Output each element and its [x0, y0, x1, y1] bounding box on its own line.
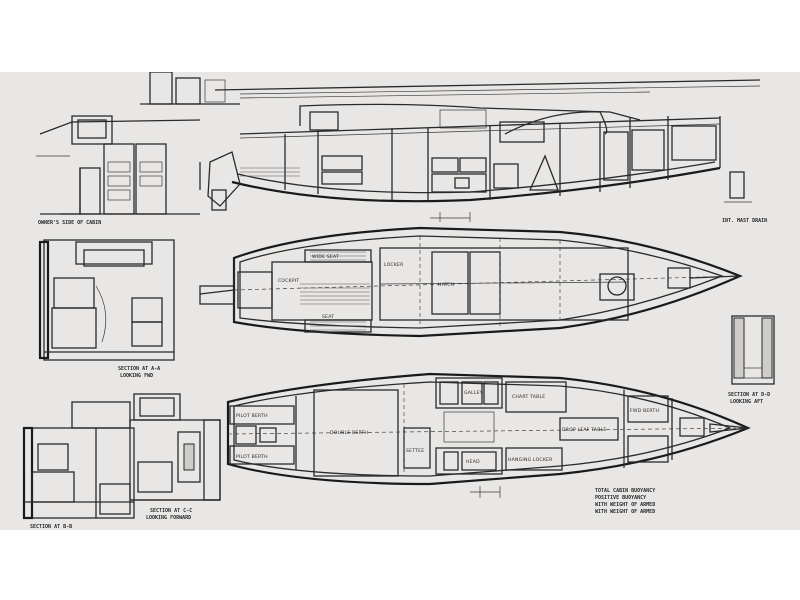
deck-label-locker: LOCKER [384, 262, 404, 268]
deck-label-seat-forward: WIDE SEAT [312, 254, 339, 260]
accom-label-galley: GALLEY [464, 390, 483, 396]
section-cc-sub: LOOKING FORWARD [146, 515, 191, 521]
deck-plan: WIDE SEAT SEAT COCKPIT HATCH LOCKER [199, 226, 743, 338]
section-dd: SECTION AT D-D LOOKING AFT [728, 315, 775, 405]
section-bb-caption: SECTION AT B-B [30, 524, 72, 530]
section-dd-sub: LOOKING AFT [730, 399, 763, 405]
blueprint-sheet: OWNER'S SIDE OF CABIN INT. MAST DRAIN WI… [0, 72, 800, 530]
deck-label-cockpit: COCKPIT [278, 278, 299, 284]
accom-label-settee: SETTEE [406, 448, 424, 454]
inboard-profile: OWNER'S SIDE OF CABIN INT. MAST DRAIN [36, 72, 767, 226]
note-line-3: WITH WEIGHT OF ARMED [595, 502, 655, 508]
accom-label-hanging-locker: HANGING LOCKER [508, 457, 553, 463]
accom-label-chart-table: CHART TABLE [512, 394, 545, 400]
accom-label-pilot-berth-port: PILOT BERTH [236, 413, 268, 419]
accom-label-double-berth: DOUBLE BERTH [330, 430, 368, 436]
accommodation-plan: PILOT BERTH PILOT BERTH DOUBLE BERTH SET… [226, 372, 751, 515]
note-line-4: WITH WEIGHT OF ARMED [595, 509, 655, 515]
section-aa-sub: LOOKING FWD [120, 373, 153, 379]
mast-drain-caption: INT. MAST DRAIN [722, 218, 767, 224]
profile-caption: OWNER'S SIDE OF CABIN [38, 220, 101, 226]
accom-label-drop-leaf-table: DROP LEAF TABLE [562, 427, 607, 433]
accom-label-head: HEAD [466, 459, 480, 465]
note-line-1: TOTAL CABIN BUOYANCY [595, 488, 655, 494]
section-cc-caption: SECTION AT C-C [150, 508, 192, 514]
deck-label-seat-aft: SEAT [322, 314, 334, 320]
note-line-2: POSITIVE BUOYANCY [595, 495, 646, 501]
section-aa-caption: SECTION AT A-A [118, 366, 160, 372]
section-cc: SECTION AT C-C LOOKING FORWARD [129, 393, 221, 521]
section-aa: SECTION AT A-A LOOKING FWD [38, 239, 175, 379]
boat-plans-drawing: OWNER'S SIDE OF CABIN INT. MAST DRAIN WI… [22, 72, 775, 530]
section-dd-caption: SECTION AT D-D [728, 392, 770, 398]
accom-label-fwd-berth: FWD BERTH [630, 408, 659, 414]
deck-label-hatch: HATCH [438, 282, 454, 288]
accom-label-pilot-berth-stbd: PILOT BERTH [236, 454, 268, 460]
section-bb: SECTION AT B-B [22, 401, 135, 530]
